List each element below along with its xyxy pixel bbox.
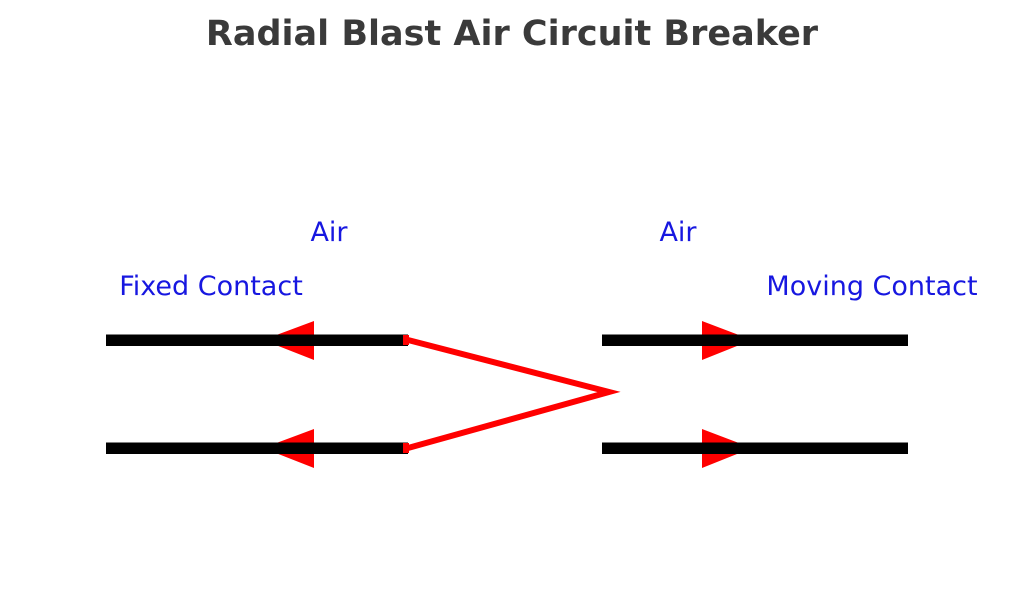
moving-contact-lower-bar	[602, 442, 908, 454]
label-air-right: Air	[659, 217, 697, 248]
fixed-contact-lower-bar	[106, 442, 408, 454]
label-fixed-contact: Fixed Contact	[119, 271, 303, 302]
label-air-left: Air	[310, 217, 348, 248]
radial-blast-path	[407, 337, 621, 451]
fixed-contact-upper-bar	[106, 334, 408, 346]
moving-contact-upper-bar	[602, 334, 908, 346]
blast-origin-lower-stub	[403, 443, 409, 453]
blast-origin-upper-stub	[403, 335, 409, 345]
label-moving-contact: Moving Contact	[766, 271, 977, 302]
page-title: Radial Blast Air Circuit Breaker	[205, 14, 819, 54]
